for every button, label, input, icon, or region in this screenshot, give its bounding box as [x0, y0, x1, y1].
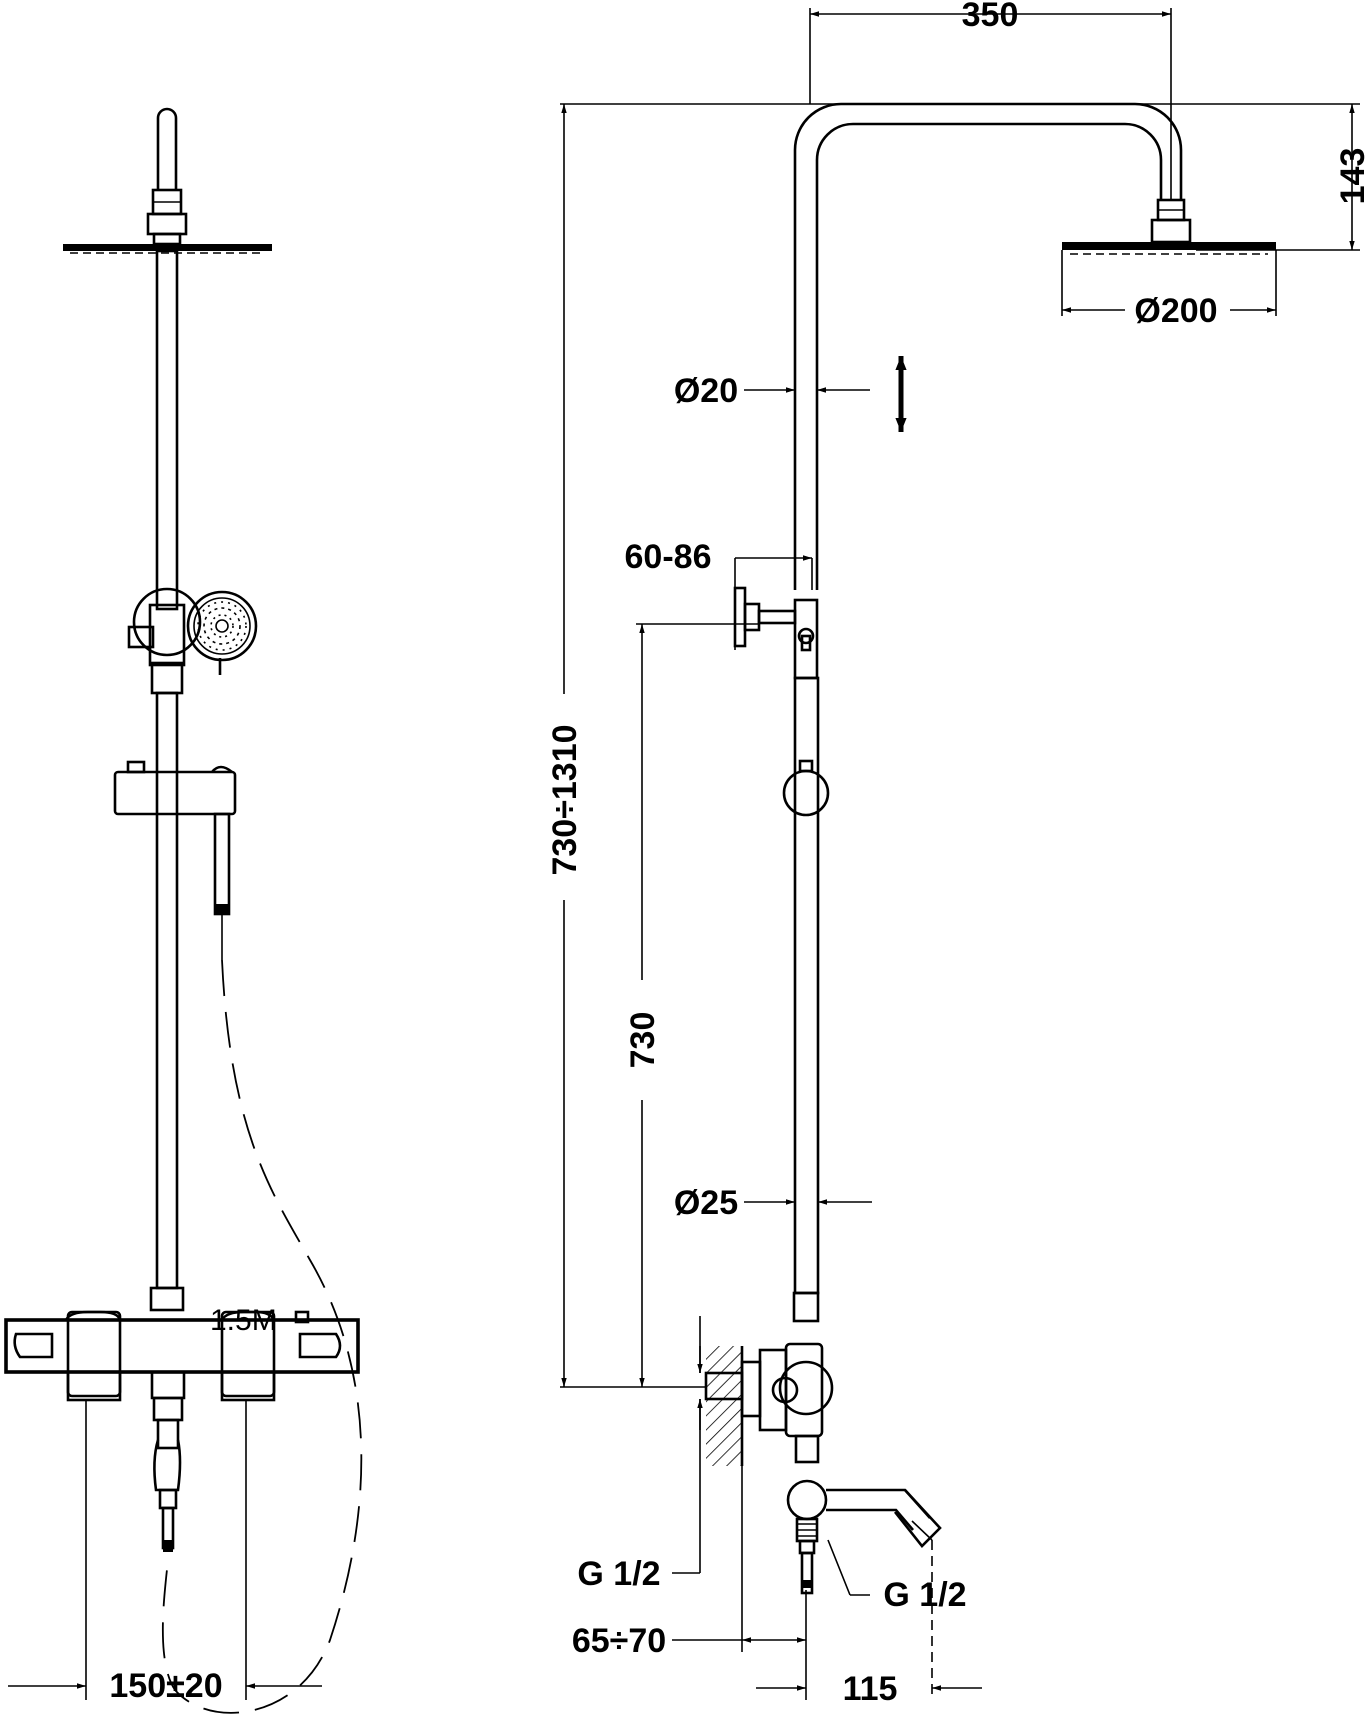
top-width-label: 350 [962, 0, 1019, 34]
side-mixer-body [704, 1291, 834, 1464]
head-drop-label: 143 [1334, 148, 1369, 205]
front-head-connector [146, 188, 188, 246]
front-hand-shower-head [186, 590, 258, 675]
side-rain-shower-head [1062, 242, 1276, 255]
total-height-label: 730÷1310 [546, 724, 584, 875]
spout-reach-label: 115 [843, 1670, 898, 1708]
outlet-thread-label: G 1/2 [883, 1576, 966, 1614]
side-curved-arm [793, 102, 1183, 590]
head-diameter-label: Ø200 [1134, 292, 1217, 330]
side-hose-outlet [795, 1517, 819, 1595]
lower-height-label: 730 [624, 1012, 662, 1069]
front-hose [161, 959, 363, 1714]
front-top-arm [156, 107, 178, 190]
wall-offset-label: 65÷70 [572, 1622, 666, 1660]
inlet-thread-label: G 1/2 [577, 1555, 660, 1593]
side-view: 350 143 Ø200 Ø20 60-86 [546, 0, 1369, 1708]
front-slide-holder [113, 760, 237, 960]
lower-pipe-diameter-label: Ø25 [674, 1184, 738, 1222]
side-slide-holder [782, 759, 830, 817]
side-curved-arm-inner [815, 122, 1163, 590]
inlet-spacing-label: 150±20 [109, 1667, 222, 1705]
front-view: 1.5M 150±20 [4, 107, 363, 1714]
front-diverter-spout [150, 1372, 186, 1552]
front-rain-shower-head [63, 244, 272, 254]
bracket-offset-label: 60-86 [625, 538, 712, 576]
upper-pipe-diameter-label: Ø20 [674, 372, 738, 410]
side-wall-bracket [733, 586, 819, 680]
side-wall-section [706, 1346, 742, 1466]
front-hand-shower-holder [127, 587, 202, 695]
front-lower-column [155, 691, 179, 1290]
front-upper-column [155, 249, 179, 611]
side-head-connector [1150, 198, 1192, 244]
front-thermostatic-mixer [4, 1286, 360, 1402]
